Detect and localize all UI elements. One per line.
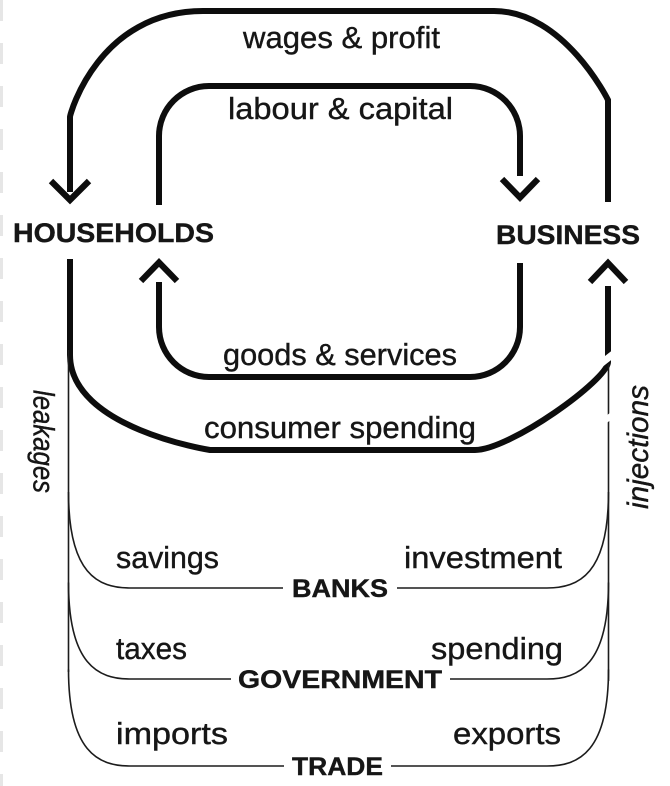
- svg-text:leakages: leakages: [27, 390, 60, 493]
- svg-text:injections: injections: [622, 385, 655, 509]
- svg-text:exports: exports: [453, 716, 561, 751]
- svg-text:BANKS: BANKS: [292, 575, 388, 603]
- svg-text:taxes: taxes: [116, 631, 187, 666]
- svg-text:imports: imports: [116, 716, 228, 751]
- svg-text:GOVERNMENT: GOVERNMENT: [238, 666, 442, 694]
- svg-text:wages & profit: wages & profit: [242, 20, 440, 55]
- svg-text:savings: savings: [116, 540, 219, 575]
- svg-text:consumer spending: consumer spending: [204, 410, 476, 445]
- svg-text:investment: investment: [404, 540, 562, 575]
- svg-text:BUSINESS: BUSINESS: [496, 220, 640, 250]
- svg-text:labour & capital: labour & capital: [228, 91, 453, 126]
- svg-text:HOUSEHOLDS: HOUSEHOLDS: [13, 218, 214, 248]
- svg-text:spending: spending: [431, 631, 563, 666]
- svg-text:TRADE: TRADE: [292, 753, 383, 781]
- svg-text:goods & services: goods & services: [223, 337, 457, 372]
